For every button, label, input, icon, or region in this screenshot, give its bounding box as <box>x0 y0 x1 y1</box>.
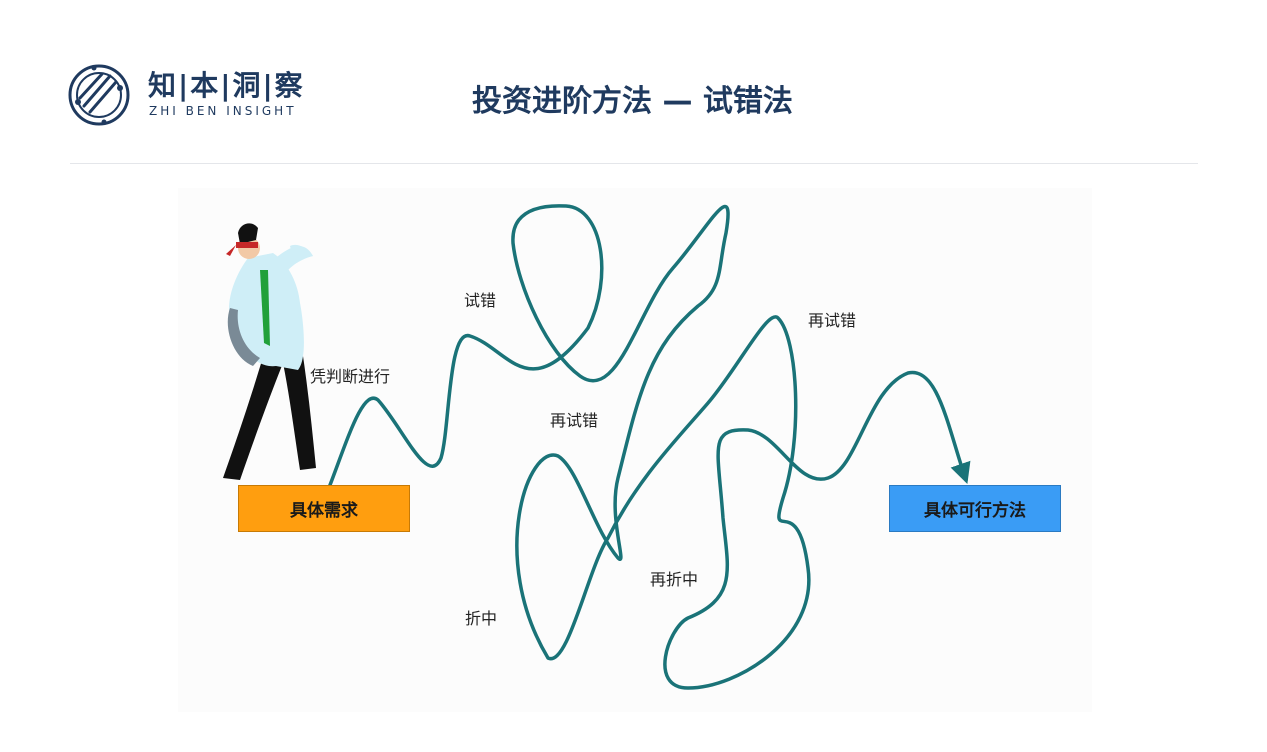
label-recompromise: 再折中 <box>650 570 699 589</box>
label-compromise: 折中 <box>465 609 498 628</box>
trial-path <box>328 204 971 690</box>
brand-name-cn: 知|本|洞|察 <box>148 69 305 102</box>
blindfolded-businessman-icon <box>223 223 316 480</box>
brand-logo-icon <box>68 64 130 126</box>
trial-and-error-diagram: 凭判断进行 试错 再试错 再试错 折中 再折中 具体需求 具体可行方法 <box>178 188 1092 712</box>
header: 知|本|洞|察 ZHI BEN INSIGHT 投资进阶方法 — 试错法 <box>0 0 1267 164</box>
page-title: 投资进阶方法 — 试错法 <box>472 84 793 119</box>
end-box-feasible-method: 具体可行方法 <box>889 485 1061 532</box>
header-divider <box>70 163 1198 164</box>
diagram-canvas <box>223 204 971 690</box>
label-retrial-center: 再试错 <box>550 411 599 430</box>
start-box-requirement: 具体需求 <box>238 485 410 532</box>
label-retrial-right: 再试错 <box>808 311 857 330</box>
label-trial: 试错 <box>464 291 497 310</box>
label-judgment: 凭判断进行 <box>310 367 391 386</box>
brand-name-en: ZHI BEN INSIGHT <box>149 104 297 118</box>
